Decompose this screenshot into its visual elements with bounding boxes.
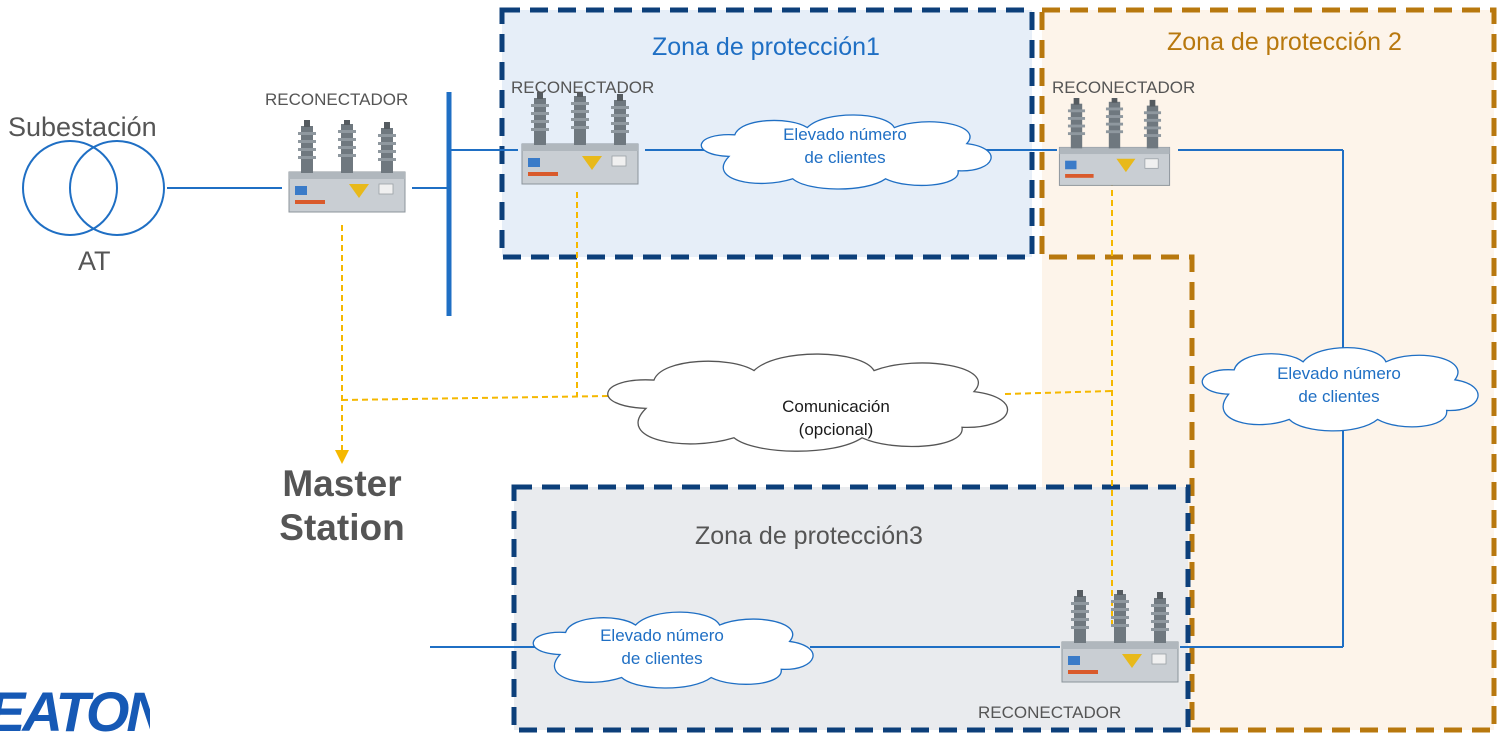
cloud-zone2 (1202, 348, 1478, 431)
cloud-comm (608, 354, 1008, 451)
recloser-main (288, 120, 406, 213)
cloud-comm-text: Comunicación (opcional) (782, 397, 890, 439)
recloser-zone1 (521, 92, 639, 185)
zone3-title: Zona de protección3 (695, 522, 923, 550)
substation-label: Subestación (8, 112, 157, 142)
comm-arrow-head (335, 450, 349, 464)
cloud-zone1-text: Elevado número de clientes (783, 125, 907, 167)
recloser-zone2-label: RECONECTADOR (1052, 78, 1196, 97)
transformer-type-label: AT (78, 246, 111, 276)
cloud-zone3-text: Elevado número de clientes (600, 626, 724, 668)
transformer-symbol (22, 140, 165, 236)
cloud-zone1 (701, 115, 991, 189)
comm-horizontal-right (1004, 390, 1113, 395)
zone2-title: Zona de protección 2 (1167, 28, 1402, 56)
zone2-border (1039, 7, 1497, 733)
recloser-zone3 (1061, 590, 1179, 683)
recloser-zone2 (1058, 98, 1171, 186)
recloser-main-label: RECONECTADOR (265, 90, 409, 109)
zone1-title: Zona de protección1 (652, 33, 880, 61)
svg-text:EATON: EATON (0, 683, 150, 733)
recloser-zone3-label: RECONECTADOR (978, 703, 1122, 722)
eaton-logo-graphic: EATON (0, 680, 171, 733)
comm-horizontal-left (341, 395, 611, 401)
eaton-logo: EATON (0, 680, 171, 733)
recloser-zone1-label: RECONECTADOR (511, 78, 655, 97)
zone3-border (511, 484, 1191, 733)
cloud-zone2-text: Elevado número de clientes (1277, 364, 1401, 406)
master-station-label: Master Station (279, 463, 405, 549)
cloud-zone3 (533, 612, 813, 688)
zone1-border (499, 7, 1035, 260)
